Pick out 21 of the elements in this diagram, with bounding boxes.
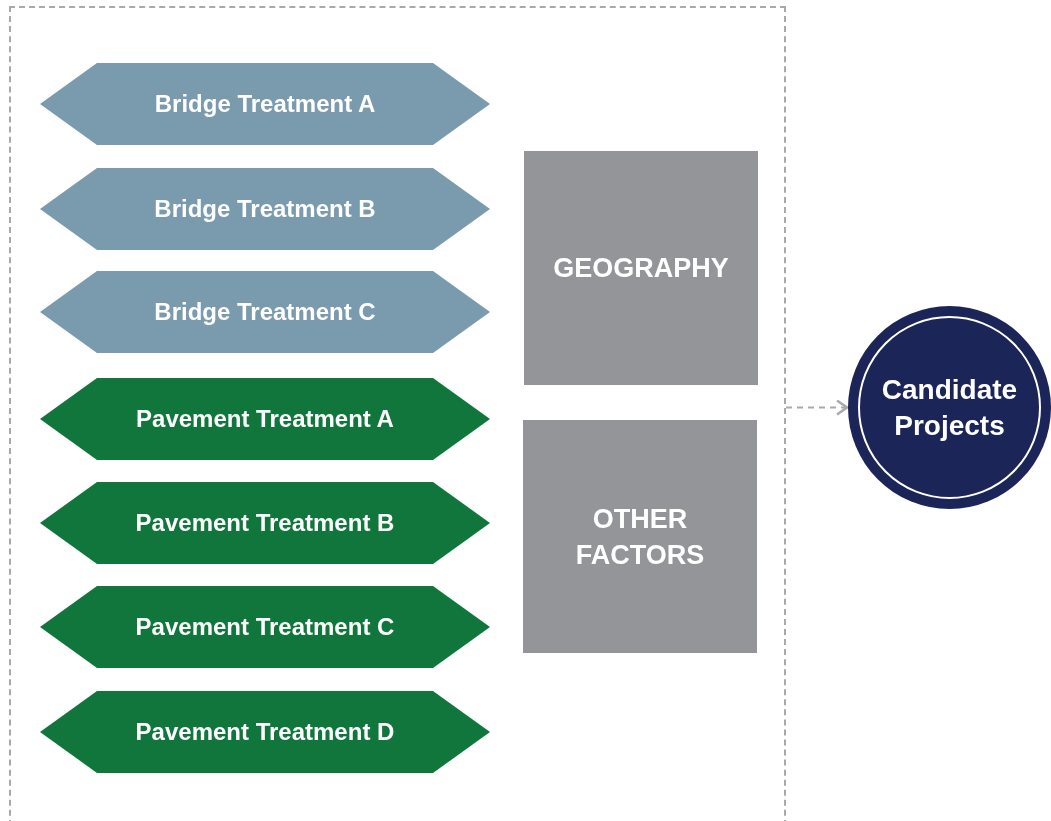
treatment-hexagon	[40, 168, 490, 250]
node-label: Pavement Treatment A	[136, 404, 394, 434]
node-label: Bridge Treatment B	[154, 194, 376, 224]
dashed-arrow	[785, 399, 849, 416]
factor-box	[524, 151, 758, 385]
dashed-frame	[9, 6, 786, 821]
node-label: Candidate Projects	[880, 372, 1019, 443]
node-label: Bridge Treatment C	[154, 297, 376, 327]
treatment-hexagon	[40, 378, 490, 460]
treatment-hexagon	[40, 271, 490, 353]
treatment-hexagon	[40, 482, 490, 564]
node-label: Pavement Treatment B	[135, 508, 395, 538]
node-label: Bridge Treatment A	[154, 89, 376, 119]
node-label: GEOGRAPHY	[553, 252, 729, 285]
node-label: Pavement Treatment C	[135, 612, 395, 642]
treatment-hexagon	[40, 63, 490, 145]
factor-box	[523, 420, 757, 653]
node-label: OTHER FACTORS	[574, 502, 706, 572]
treatment-hexagon	[40, 586, 490, 668]
treatment-hexagon	[40, 691, 490, 773]
node-label: Pavement Treatment D	[135, 717, 395, 747]
